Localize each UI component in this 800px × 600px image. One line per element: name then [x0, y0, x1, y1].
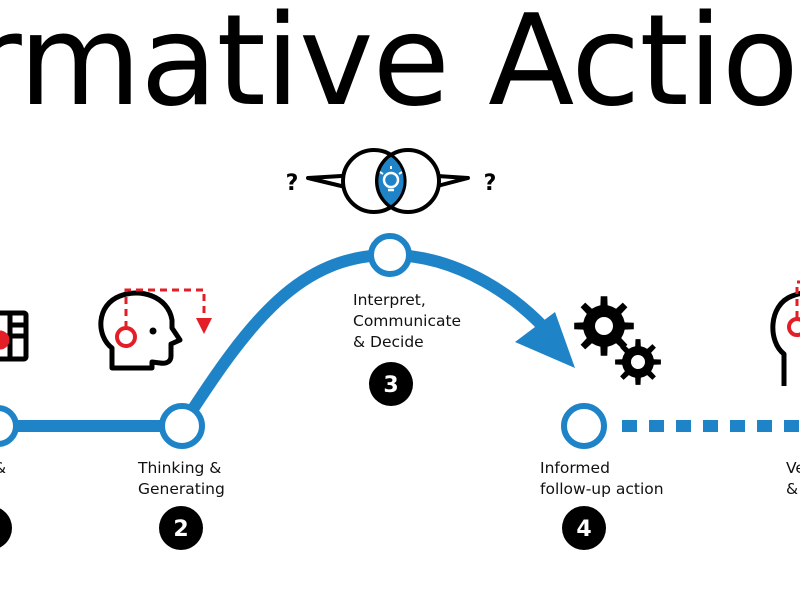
step-5-label: Ve &	[786, 458, 800, 500]
page-title: rmative Actio	[0, 0, 799, 134]
step-2-number: 2	[173, 517, 188, 542]
step-1-label: & t	[0, 458, 6, 500]
grid-board-icon	[0, 310, 29, 362]
step-3-number: 3	[383, 373, 398, 398]
gear-hole	[595, 317, 613, 335]
step-3-badge: 3	[369, 362, 413, 406]
gears-icon	[574, 296, 661, 385]
step-4-number: 4	[576, 517, 591, 542]
flow-curve-up	[176, 249, 391, 430]
step-3-label-line3: & Decide	[353, 333, 424, 351]
step-2-node	[159, 403, 205, 449]
step-2-label-line2: Generating	[138, 480, 225, 498]
step-3-node	[368, 233, 412, 277]
right-question-mark: ?	[484, 171, 497, 196]
step-1-node	[0, 405, 19, 447]
gear-hole	[631, 355, 645, 369]
thinking-head-icon-right	[770, 280, 800, 386]
step-2-label-line1: Thinking &	[138, 459, 222, 477]
step-3-label-line2: Communicate	[353, 312, 462, 330]
step-4-node	[561, 403, 607, 449]
step-3-label: Interpret, Communicate & Decide	[353, 290, 461, 353]
step-3-label-line1: Interpret,	[353, 291, 426, 309]
left-question-mark: ?	[286, 171, 299, 196]
thinking-head-icon	[98, 288, 212, 371]
step-1-badge	[0, 508, 12, 548]
lightbulb-venn-icon	[306, 148, 470, 214]
step-4-label-line1: Informed	[540, 459, 610, 477]
step-5-label-line1: Ve	[786, 459, 800, 477]
step-1-label-line1: &	[0, 458, 6, 479]
step-4-label: Informed follow-up action	[540, 458, 664, 500]
step-2-badge: 2	[159, 506, 203, 550]
step-2-label: Thinking & Generating	[138, 458, 225, 500]
step-4-label-line2: follow-up action	[540, 480, 664, 498]
step-5-label-line2: &	[786, 480, 799, 498]
step-4-badge: 4	[562, 506, 606, 550]
flow-arrowhead	[515, 312, 575, 368]
step-1-label-line2: t	[0, 479, 6, 500]
flow-curve-down	[389, 249, 553, 336]
